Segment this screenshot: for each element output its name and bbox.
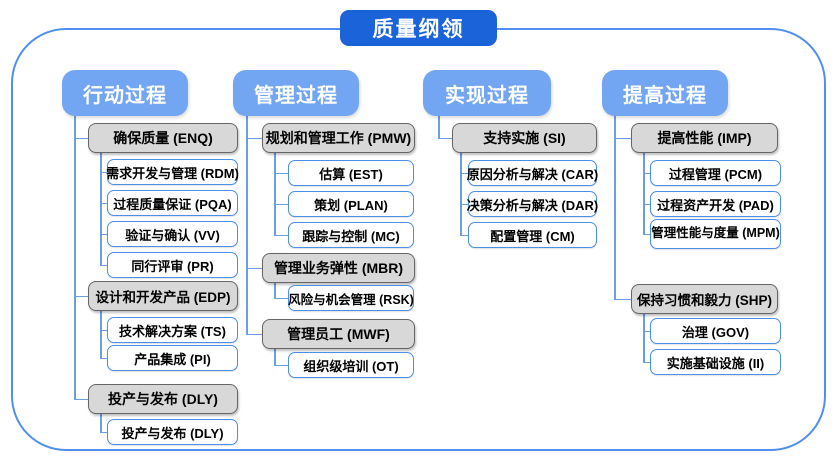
node-plan: 策划 (PLAN) <box>288 191 414 217</box>
node-mbr: 管理业务弹性 (MBR) <box>262 253 415 283</box>
connector-line <box>246 116 248 335</box>
node-car: 原因分析与解决 (CAR) <box>467 160 598 186</box>
node-vv: 验证与确认 (VV) <box>107 221 238 247</box>
connector-line <box>274 234 288 236</box>
node-gov: 治理 (GOV) <box>650 318 781 344</box>
node-pad: 过程资产开发 (PAD) <box>650 191 781 217</box>
connector-line <box>100 171 107 173</box>
node-est: 估算 (EST) <box>288 160 414 186</box>
connector-line <box>74 398 88 400</box>
column-header-realization-process: 实现过程 <box>423 70 551 116</box>
connector-line <box>643 233 650 235</box>
connector-line <box>100 264 107 266</box>
node-mc: 跟踪与控制 (MC) <box>288 222 414 248</box>
node-rsk: 风险与机会管理 (RSK) <box>288 285 414 311</box>
connector-line <box>643 203 650 205</box>
connector-line <box>100 202 107 204</box>
column-header-management-process: 管理过程 <box>233 70 359 116</box>
diagram-title: 质量纲领 <box>340 10 497 46</box>
node-dar: 决策分析与解决 (DAR) <box>467 191 598 217</box>
node-mwf: 管理员工 (MWF) <box>262 319 415 349</box>
connector-line <box>274 283 276 299</box>
node-dly: 投产与发布 (DLY) <box>88 384 238 414</box>
connector-line <box>74 137 88 139</box>
node-pi: 产品集成 (PI) <box>107 345 238 371</box>
connector-line <box>460 234 468 236</box>
connector-line <box>438 116 440 139</box>
node-edp: 设计和开发产品 (EDP) <box>88 281 238 311</box>
connector-line <box>274 172 288 174</box>
connector-line <box>643 153 645 235</box>
node-ii: 实施基础设施 (II) <box>650 349 781 375</box>
connector-line <box>100 414 102 433</box>
connector-line <box>246 137 262 139</box>
connector-line <box>100 311 102 359</box>
connector-line <box>460 203 468 205</box>
connector-line <box>100 329 107 331</box>
node-mpm: 管理性能与度量 (MPM) <box>650 219 781 249</box>
node-shp: 保持习惯和毅力 (SHP) <box>631 284 778 314</box>
connector-line <box>438 137 452 139</box>
connector-line <box>246 333 262 335</box>
connector-line <box>614 116 616 300</box>
connector-line <box>74 116 76 400</box>
connector-line <box>274 297 288 299</box>
connector-line <box>100 357 107 359</box>
connector-line <box>460 172 468 174</box>
node-pqa: 过程质量保证 (PQA) <box>107 190 238 216</box>
connector-line <box>274 203 288 205</box>
node-rdm: 需求开发与管理 (RDM) <box>106 159 239 185</box>
node-pmw: 规划和管理工作 (PMW) <box>262 123 415 153</box>
connector-line <box>643 330 650 332</box>
connector-line <box>643 314 645 363</box>
node-imp: 提高性能 (IMP) <box>631 123 778 153</box>
connector-line <box>246 267 262 269</box>
connector-line <box>643 172 650 174</box>
node-ot: 组织级培训 (OT) <box>288 352 414 378</box>
node-ts: 技术解决方案 (TS) <box>107 317 238 343</box>
connector-line <box>274 153 276 236</box>
connector-line <box>100 431 107 433</box>
connector-line <box>460 153 462 236</box>
connector-line <box>643 361 650 363</box>
connector-line <box>614 137 631 139</box>
node-pr: 同行评审 (PR) <box>107 252 238 278</box>
column-header-action-process: 行动过程 <box>62 70 188 116</box>
node-cm: 配置管理 (CM) <box>468 222 597 248</box>
connector-line <box>100 153 102 266</box>
node-pcm: 过程管理 (PCM) <box>650 160 781 186</box>
connector-line <box>274 364 288 366</box>
connector-line <box>614 298 631 300</box>
node-enq: 确保质量 (ENQ) <box>88 123 238 153</box>
node-dly-child: 投产与发布 (DLY) <box>107 419 238 445</box>
connector-line <box>100 233 107 235</box>
connector-line <box>274 349 276 366</box>
connector-line <box>74 295 88 297</box>
column-header-improvement-process: 提高过程 <box>602 70 728 116</box>
node-si: 支持实施 (SI) <box>452 123 597 153</box>
